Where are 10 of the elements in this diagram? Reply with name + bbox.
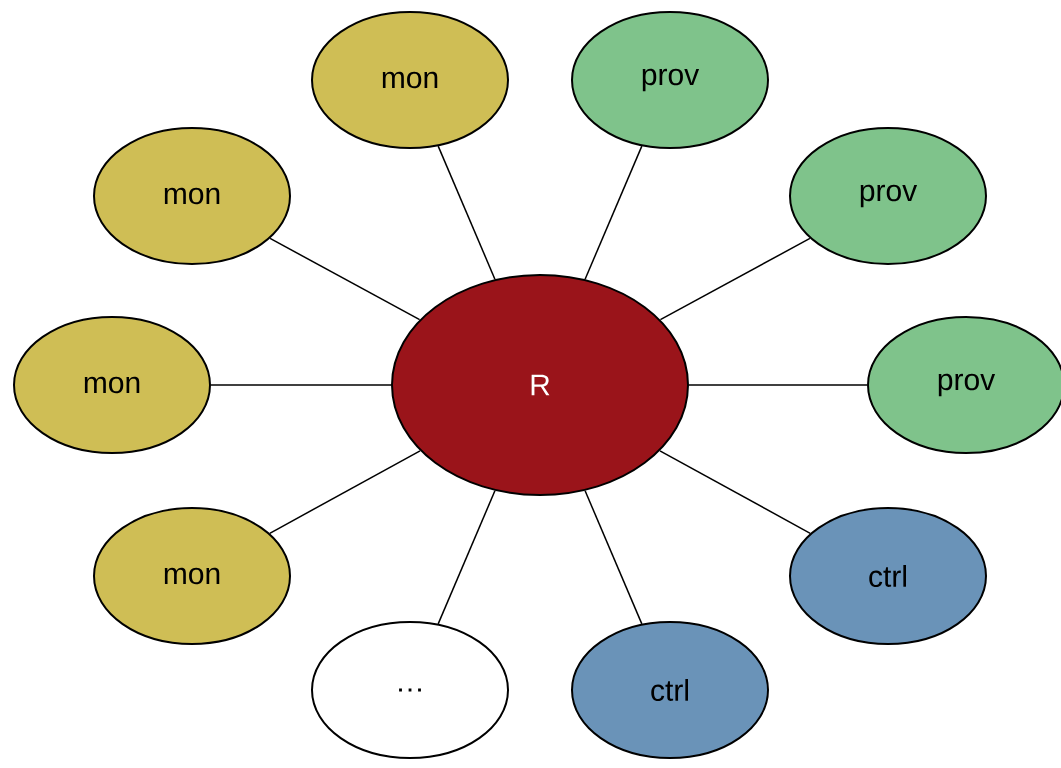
connector-line — [269, 450, 421, 535]
connector-line — [688, 384, 868, 386]
connector-line — [584, 490, 643, 625]
connector-line — [269, 237, 421, 321]
connector-line — [584, 145, 643, 280]
connector-line — [659, 450, 811, 535]
connector-line — [210, 384, 392, 386]
connector-line — [659, 237, 811, 321]
connector-line — [437, 145, 496, 280]
connector-line — [437, 490, 496, 625]
